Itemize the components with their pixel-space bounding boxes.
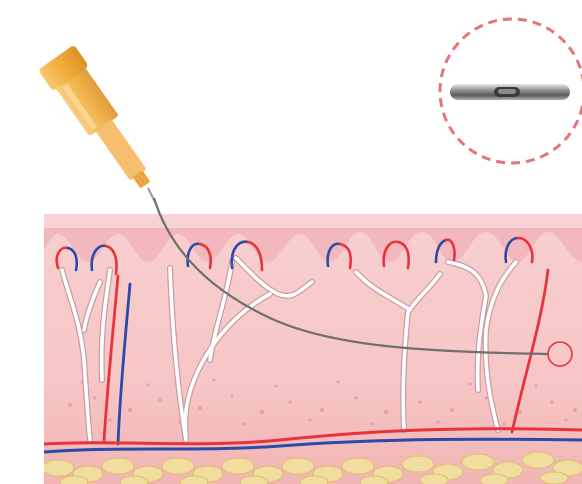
cannula-tip-callout [440,19,582,163]
epidermis-surface [44,214,582,228]
syringe-needle [38,45,164,204]
